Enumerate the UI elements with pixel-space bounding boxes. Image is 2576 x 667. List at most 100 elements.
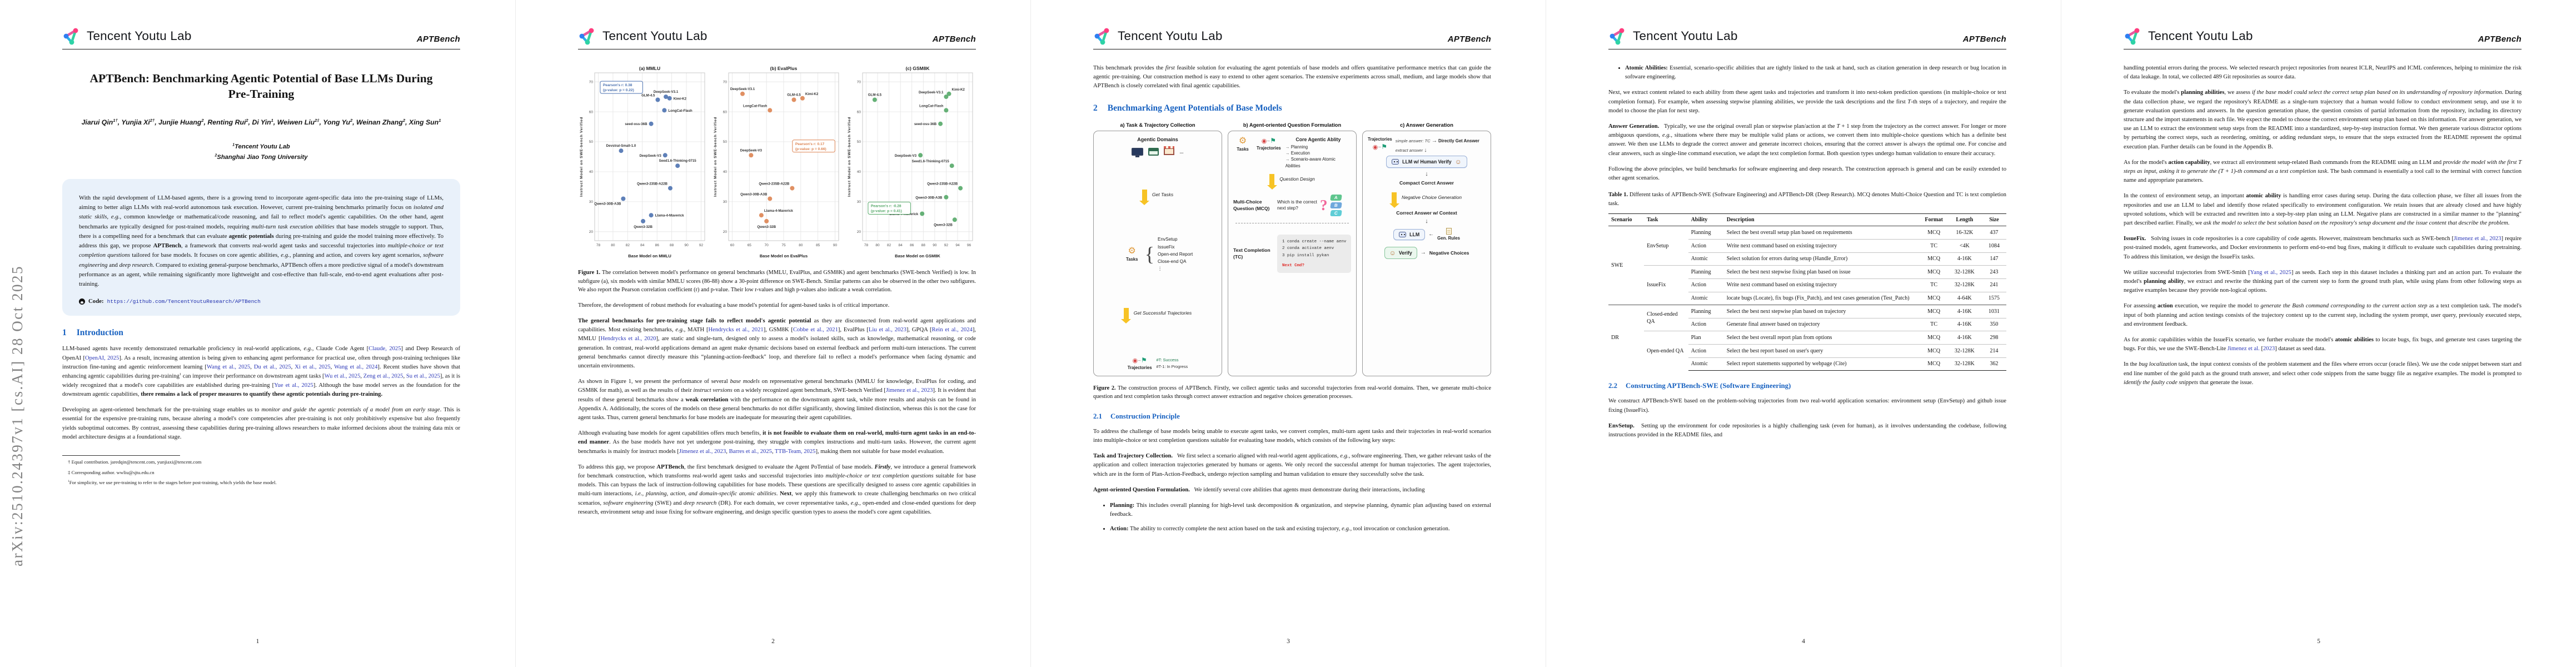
trajectory-tag: #T-1: In Progress: [1156, 364, 1188, 369]
svg-text:DeepSeek-V3.1: DeepSeek-V3.1: [730, 87, 755, 91]
code-link[interactable]: https://github.com/TencentYoutuResearch/…: [107, 298, 261, 305]
paragraph: The general benchmarks for pre-training …: [578, 318, 976, 370]
affiliation: 2Shanghai Jiao Tong University: [215, 153, 308, 161]
down-arrow-icon: [1267, 173, 1277, 190]
table-cell: Select report statements supported by we…: [1723, 357, 1921, 371]
svg-text:Devstral-Small-1.0: Devstral-Small-1.0: [606, 144, 636, 148]
table-cell: MCQ: [1920, 331, 1947, 345]
table-cell: 4-16K: [1947, 252, 1982, 266]
tasks-label: Tasks: [1125, 256, 1138, 262]
citation-link[interactable]: 2023: [2263, 346, 2275, 352]
list-item: 2 conda activate aenv: [1282, 246, 1334, 251]
bullet-item: Planning: This includes overall planning…: [1110, 501, 1491, 519]
paragraph: Answer Generation. Typically, we use the…: [1608, 123, 2006, 157]
tencent-youtu-lab-brand: Tencent Youtu Lab: [578, 27, 707, 46]
citation-link[interactable]: TTB-Team, 2025: [775, 448, 816, 455]
svg-text:90: 90: [833, 243, 838, 247]
table-cell: MCQ: [1920, 305, 1947, 318]
svg-text:(p-value: p = 0.66): (p-value: p = 0.66): [795, 147, 826, 151]
citation-link[interactable]: Hendrycks et al., 2020: [600, 336, 656, 342]
down-arrow-icon: ↓: [1425, 170, 1428, 177]
citation-link[interactable]: Jimenez et al., 2023: [2454, 236, 2502, 242]
table-cell: <4K: [1947, 239, 1982, 253]
citation-link[interactable]: Barres et al., 2025: [729, 448, 772, 455]
figure-2: a) Task & Trajectory Collection Agentic …: [1093, 122, 1491, 376]
svg-text:60: 60: [723, 110, 728, 114]
tasks-icon: ⚙: [1128, 246, 1136, 256]
page-number: 5: [2317, 638, 2320, 645]
svg-text:DeepSeek-V3: DeepSeek-V3: [640, 154, 662, 158]
trajectory-icon: ◉~⚑: [1132, 356, 1147, 364]
down-arrow-icon: [1389, 192, 1399, 208]
citation-link[interactable]: Jimenez et al., 2023: [679, 448, 726, 455]
column-header: Length: [1947, 213, 1982, 227]
code-snippet: 1 conda create --name aenv 2 conda activa…: [1277, 234, 1352, 273]
svg-text:50: 50: [857, 140, 861, 144]
list-item: 3 pip install pykan: [1282, 253, 1329, 258]
citation-link[interactable]: Rein et al., 2024: [931, 327, 973, 334]
aptbench-wordmark: APTBench: [416, 34, 460, 44]
page-header: Tencent Youtu Lab APTBench: [1093, 0, 1491, 46]
table-cell: Write next command based on existing tra…: [1723, 239, 1921, 253]
citation-link[interactable]: Hendrycks et al., 2021: [708, 327, 764, 334]
trajectory-icon: ◉~⚑: [1261, 136, 1276, 145]
citation-link[interactable]: Jimenez et al.: [2227, 346, 2260, 352]
llm-box: LLM: [1393, 228, 1426, 240]
paragraph: As for atomic capabilities within the Is…: [2124, 337, 2522, 352]
paragraph: Next, we extract content related to each…: [1608, 89, 2006, 114]
negative-choice-generation-label: Negative Choice Generation: [1402, 195, 1462, 201]
table-cell: 1031: [1981, 305, 2006, 318]
bullet-list: Atomic Abilities: Essential, scenario-sp…: [1608, 64, 2006, 82]
citation-link[interactable]: Wu et al., 2025: [324, 373, 361, 380]
paragraph: This benchmark provides the first feasib…: [1093, 65, 1491, 89]
paragraph: Task and Trajectory Collection. We first…: [1093, 453, 1491, 477]
svg-text:84: 84: [640, 243, 645, 247]
citation-link[interactable]: Wang et al., 2024: [334, 364, 378, 370]
svg-text:75: 75: [781, 243, 786, 247]
table-cell: 1084: [1981, 239, 2006, 253]
svg-text:GLM-4.5: GLM-4.5: [787, 93, 801, 97]
mcq-question: Which is the correct next step?: [1277, 200, 1317, 211]
citation-link[interactable]: Liu et al., 2023: [868, 327, 906, 334]
question-design-label: Question Design: [1279, 176, 1315, 182]
svg-text:70: 70: [723, 80, 728, 84]
table-cell: Select solution for errors during setup …: [1723, 252, 1921, 266]
citation-link[interactable]: Cobbe et al., 2021: [793, 327, 838, 334]
citation-link[interactable]: Wang et al., 2025: [206, 364, 251, 370]
llm-human-verify-box: LLM w/ Human Verify ☺: [1386, 155, 1467, 168]
citation-link[interactable]: Zeng et al., 2025: [363, 373, 403, 380]
column-header: Scenario: [1608, 213, 1645, 227]
list-item: 1 conda create --name aenv: [1282, 239, 1347, 244]
table-cell: 32-128K: [1947, 278, 1982, 292]
correct-answer-context-label: Correct Answer w/ Context: [1396, 210, 1457, 216]
citation-link[interactable]: Claude, 2025: [368, 346, 401, 352]
citation-link[interactable]: Jimenez et al., 2023: [885, 387, 933, 394]
paragraph: To address this gap, we propose APTBench…: [578, 464, 976, 515]
citation-link[interactable]: Du et al., 2025: [253, 364, 291, 370]
table-cell: 214: [1981, 344, 2006, 358]
table-cell: 4-16K: [1947, 305, 1982, 318]
svg-text:30: 30: [857, 200, 861, 204]
svg-text:70: 70: [589, 80, 594, 84]
citation-link[interactable]: Xi et al., 2025: [295, 364, 331, 370]
table-cell: MCQ: [1920, 357, 1947, 371]
citation-link[interactable]: Yang et al., 2025: [2250, 269, 2291, 276]
gen-rules-icon: [1446, 228, 1452, 235]
page-header: Tencent Youtu Lab APTBench: [578, 0, 976, 46]
list-item: ⋮: [1158, 266, 1163, 271]
table-cell: IssueFix: [1644, 265, 1688, 305]
footnote: † Equal contribution. jaredqin@tencent.c…: [68, 459, 202, 465]
svg-text:(c) GSM8K: (c) GSM8K: [906, 66, 930, 71]
citation-link[interactable]: OpenAI, 2025: [85, 355, 119, 361]
paragraph: LLM-based agents have recently demonstra…: [62, 346, 461, 398]
table-cell: SWE: [1611, 262, 1623, 269]
list-item: EnvSetup: [1158, 237, 1178, 242]
column-header: Format: [1920, 213, 1947, 227]
citation-link[interactable]: Su et al., 2025: [406, 373, 440, 380]
citation-link[interactable]: Yue et al., 2025: [274, 382, 313, 389]
